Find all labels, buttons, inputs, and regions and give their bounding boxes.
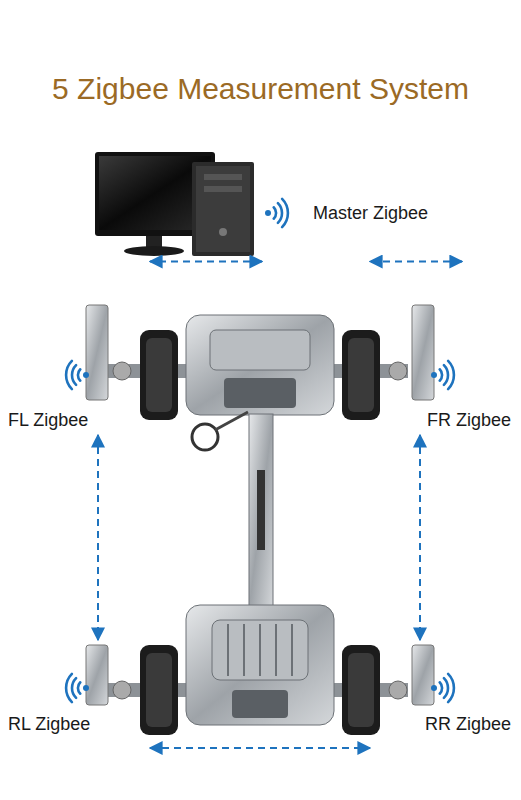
zigbee-node: RL Zigbee (5, 640, 150, 758)
wireless-icon (265, 199, 288, 227)
wireless-icon (66, 361, 89, 389)
wireless-link (150, 261, 262, 263)
node-label: RL Zigbee (8, 714, 90, 736)
wireless-link (150, 747, 370, 749)
computer-icon (95, 152, 254, 256)
wireless-link (97, 435, 99, 640)
wireless-link (370, 261, 462, 263)
wireless-icon (431, 674, 454, 702)
node-label: Master Zigbee (313, 203, 428, 225)
node-label: FL Zigbee (8, 410, 88, 432)
wireless-icon (431, 361, 454, 389)
rear-axle (86, 605, 434, 735)
wireless-icon (66, 674, 89, 702)
node-label: RR Zigbee (425, 714, 511, 736)
node-label: FR Zigbee (427, 410, 511, 432)
zigbee-node: Master Zigbee (262, 195, 462, 233)
wireless-link (419, 435, 421, 640)
zigbee-node: FL Zigbee (5, 290, 150, 435)
zigbee-node: RR Zigbee (370, 640, 516, 758)
drive-shaft (249, 414, 273, 610)
zigbee-node: FR Zigbee (370, 290, 516, 435)
diagram-title: 5 Zigbee Measurement System (0, 72, 521, 106)
